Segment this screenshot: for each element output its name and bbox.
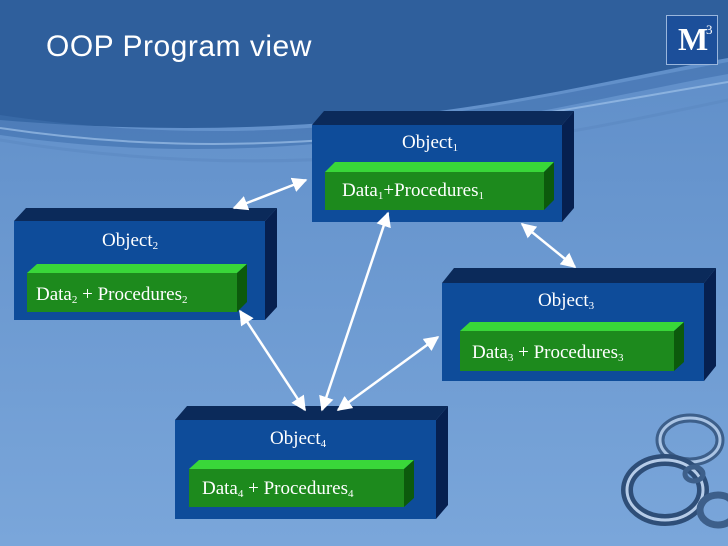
- arrow-object1-object3: [520, 223, 577, 268]
- arrow-object2-object4: [238, 309, 307, 412]
- object-2-label: Object2: [102, 230, 159, 252]
- object-1-label: Object1: [402, 132, 459, 154]
- arrow-object3-object4: [336, 335, 440, 412]
- logo-letter: M: [678, 21, 709, 57]
- arrow-object1-object2: [232, 177, 308, 211]
- m3-logo: M 3: [666, 15, 718, 65]
- slide-title: OOP Program view: [46, 30, 312, 63]
- object-2-content-label: Data2 + Procedures2: [36, 284, 188, 306]
- object-4-label: Object4: [270, 428, 327, 450]
- arrow-object1-object4: [319, 211, 391, 412]
- object-2-inner-box: [27, 264, 247, 312]
- logo-superscript: 3: [706, 22, 713, 37]
- object-3-label: Object3: [538, 290, 595, 312]
- decorative-rings: [621, 413, 728, 529]
- object-1-inner-box: [325, 162, 554, 210]
- object-4-inner-box: [189, 460, 414, 507]
- object-4-content-label: Data4 + Procedures4: [202, 478, 354, 500]
- object-3-inner-box: [460, 322, 684, 371]
- object-1-content-label: Data1+Procedures1: [342, 180, 485, 202]
- object-3-content-label: Data3 + Procedures3: [472, 342, 624, 364]
